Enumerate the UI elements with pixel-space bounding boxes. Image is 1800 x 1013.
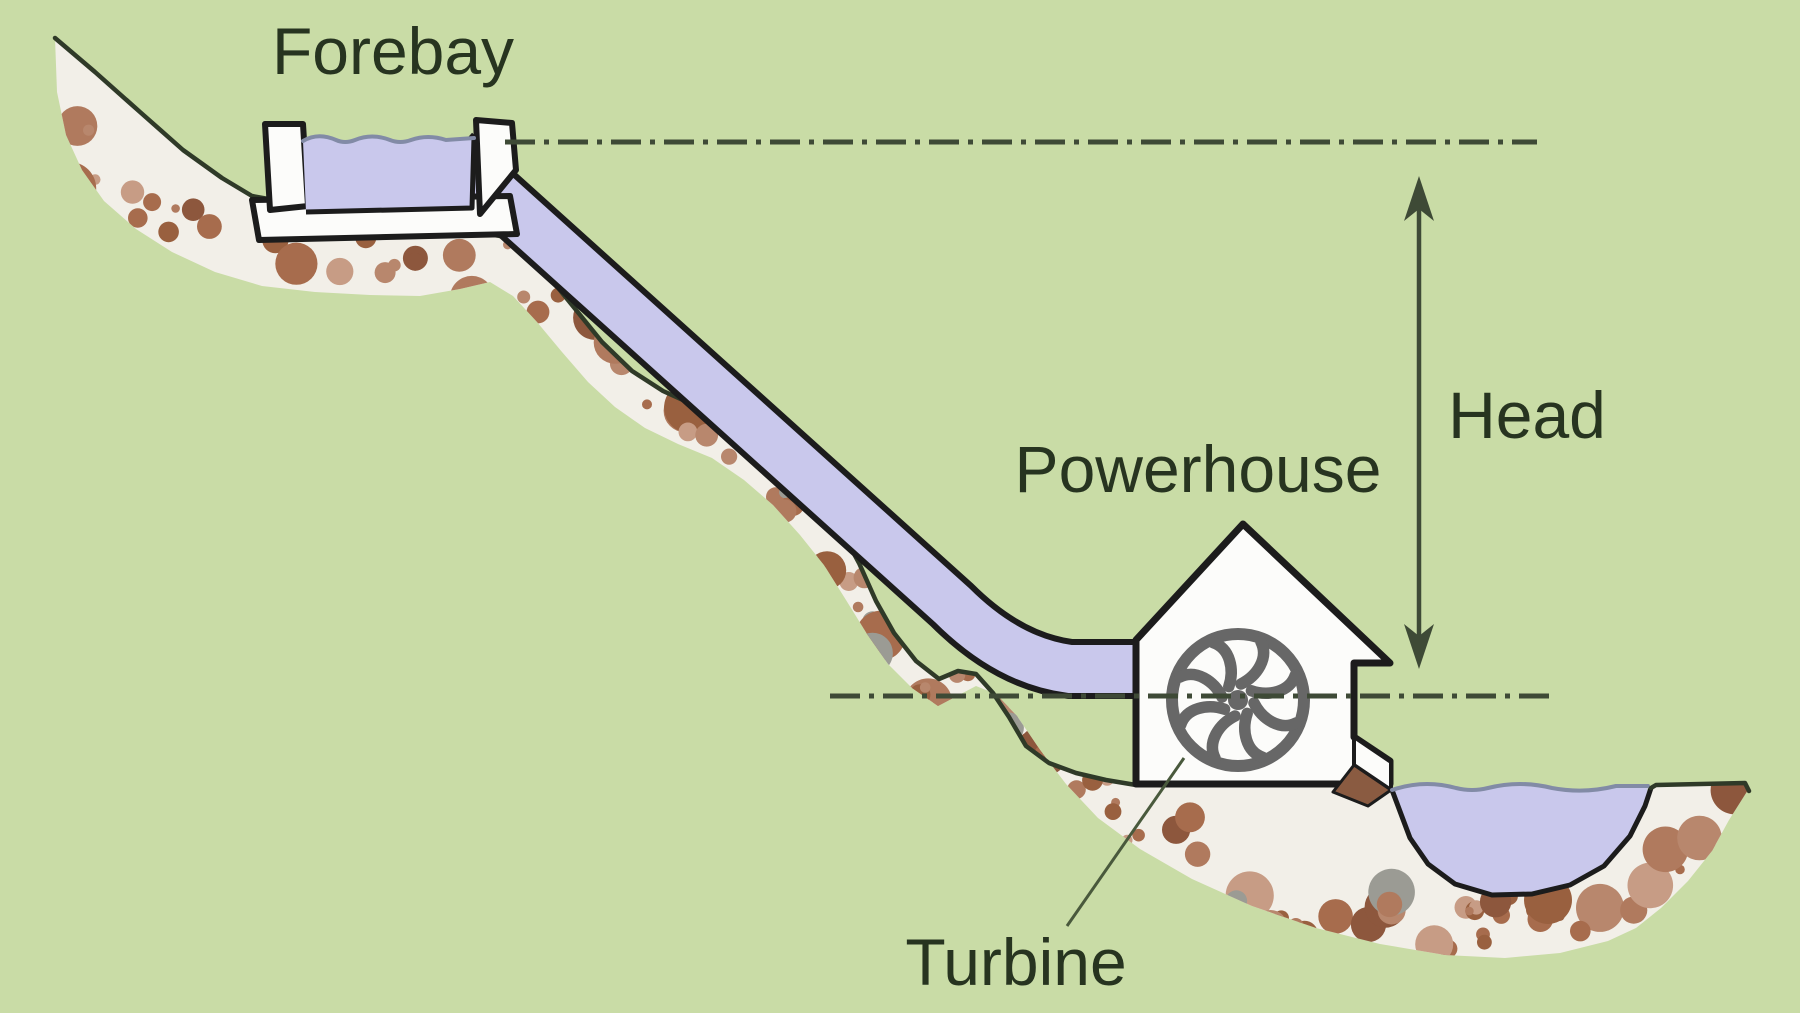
forebay-left-wall <box>262 121 311 213</box>
pebble <box>1677 815 1722 861</box>
head-arrow <box>1404 176 1434 669</box>
pebble <box>143 193 162 212</box>
pebble <box>1373 949 1384 958</box>
pebble <box>1570 920 1591 942</box>
pebble <box>1376 891 1403 918</box>
pebble <box>721 448 738 465</box>
turbine-leader-line <box>1065 757 1186 927</box>
pebble <box>1318 899 1353 934</box>
head-label: Head <box>1448 378 1606 452</box>
forebay-water <box>303 136 474 212</box>
pebble <box>1254 910 1288 944</box>
forebay-label: Forebay <box>272 14 514 88</box>
pebble <box>919 682 931 693</box>
turbine-label: Turbine <box>905 925 1126 999</box>
pebble <box>1415 925 1454 958</box>
pebble <box>1288 918 1304 934</box>
turbine-blade <box>1235 636 1270 690</box>
pebble <box>975 706 986 717</box>
turbine-blade <box>1206 710 1241 764</box>
pebble <box>1290 920 1319 949</box>
pebble <box>1175 802 1205 833</box>
ground-line-right-bank <box>1648 780 1752 794</box>
pebble <box>83 124 95 136</box>
ground-surface-line <box>52 35 1139 788</box>
pebble <box>526 300 550 324</box>
pebble <box>1642 826 1689 873</box>
pebble <box>181 198 205 221</box>
pebble <box>851 632 893 674</box>
pebble <box>388 258 401 272</box>
pebble <box>1132 828 1145 842</box>
pebble <box>852 601 864 613</box>
turbine-blade <box>1245 669 1302 699</box>
turbine-blade <box>1207 636 1237 693</box>
pebble <box>1465 906 1474 916</box>
turbine-blade <box>1174 701 1231 731</box>
tailrace-chute <box>1331 735 1393 808</box>
pebble <box>57 106 98 146</box>
pebble <box>1576 883 1624 932</box>
powerhouse-label: Powerhouse <box>1015 432 1382 506</box>
pebble <box>197 214 222 239</box>
pebble <box>1225 890 1248 912</box>
pebble <box>1184 841 1211 867</box>
pebble <box>1021 786 1058 822</box>
tailrace-basin-edge <box>1389 787 1654 898</box>
pebble <box>808 551 847 590</box>
pebble <box>678 422 698 442</box>
pebble <box>1104 803 1122 820</box>
pebble <box>442 238 476 272</box>
pebble <box>930 695 962 728</box>
pebble <box>1710 765 1748 815</box>
pebble <box>120 180 145 204</box>
pebble <box>275 242 318 285</box>
pebble <box>158 221 179 243</box>
pebble <box>1735 828 1748 843</box>
pebble <box>642 399 652 410</box>
pebble <box>949 704 965 721</box>
turbine-blade <box>1248 697 1302 732</box>
turbine-blade <box>1239 707 1269 764</box>
tailrace-water-surface <box>1390 781 1650 793</box>
penstock-pipe <box>431 132 1142 699</box>
pebble <box>449 275 494 320</box>
head-arrowhead-down <box>1404 624 1434 669</box>
pebble <box>326 257 354 286</box>
pebble <box>1711 841 1738 867</box>
pebble <box>406 252 424 271</box>
forebay-water-surface <box>301 134 476 144</box>
forebay-tank <box>249 117 520 243</box>
turbine-blade <box>1174 668 1228 703</box>
terrain-band <box>55 38 1748 958</box>
pebble <box>55 161 97 216</box>
head-arrowhead-up <box>1404 176 1434 221</box>
forebay-water-bottom-edge <box>305 137 477 215</box>
pebble <box>946 657 960 671</box>
pebble <box>1685 881 1714 910</box>
pebble <box>818 572 828 583</box>
tailrace-water <box>1392 783 1648 895</box>
pebble <box>1627 862 1674 909</box>
turbine-icon <box>1166 628 1310 772</box>
pebble <box>527 346 549 367</box>
tailrace-pond <box>1389 780 1752 898</box>
pebble <box>517 290 531 304</box>
pebble <box>1477 934 1492 950</box>
pebble <box>128 208 148 228</box>
pebble <box>612 420 630 438</box>
pebble <box>773 499 797 523</box>
pebble <box>171 204 180 213</box>
